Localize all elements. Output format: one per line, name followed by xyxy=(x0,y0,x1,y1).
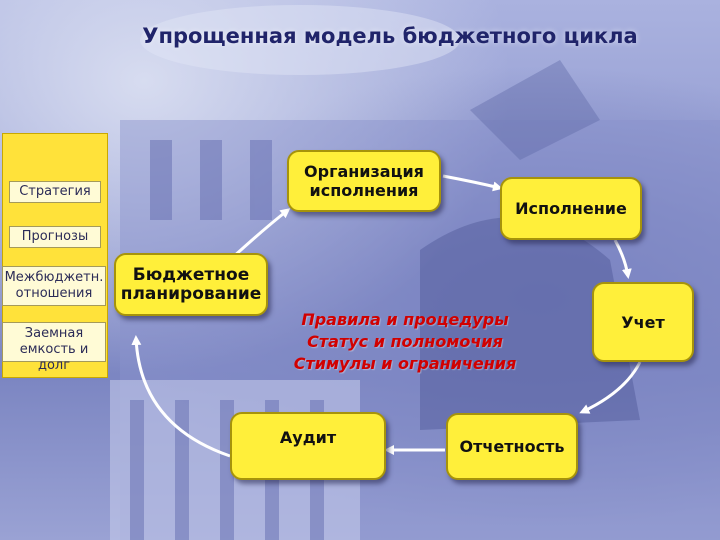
node-reporting: Отчетность xyxy=(446,413,578,480)
node-accounting: Учет xyxy=(592,282,694,362)
rules-line-status: Статус и полномочия xyxy=(307,332,503,351)
side-label-strategy: Стратегия xyxy=(9,181,101,203)
node-audit: Аудит xyxy=(230,412,386,480)
node-planning: Бюджетное планирование xyxy=(114,253,268,316)
rules-line-incentives: Стимулы и ограничения xyxy=(293,354,517,373)
node-accounting-label: Учет xyxy=(621,312,665,332)
node-audit-label: Аудит xyxy=(279,428,337,447)
node-reporting-label: Отчетность xyxy=(459,437,565,456)
rules-line-procedures: Правила и процедуры xyxy=(301,310,509,329)
side-label-debt: Заемная емкость и долг xyxy=(2,322,106,373)
rules-text-block: Правила и процедуры Статус и полномочия … xyxy=(270,309,540,375)
node-execution-label: Исполнение xyxy=(515,199,627,218)
node-organization-label: Организация исполнения xyxy=(304,162,424,200)
node-organization: Организация исполнения xyxy=(287,150,441,212)
side-label-forecasts: Прогнозы xyxy=(9,226,101,248)
node-planning-label: Бюджетное планирование xyxy=(120,264,262,304)
side-label-intergovernmental: Межбюджетн. отношения xyxy=(2,266,106,306)
diagram-title: Упрощенная модель бюджетного цикла xyxy=(142,24,638,48)
node-execution: Исполнение xyxy=(500,177,642,240)
